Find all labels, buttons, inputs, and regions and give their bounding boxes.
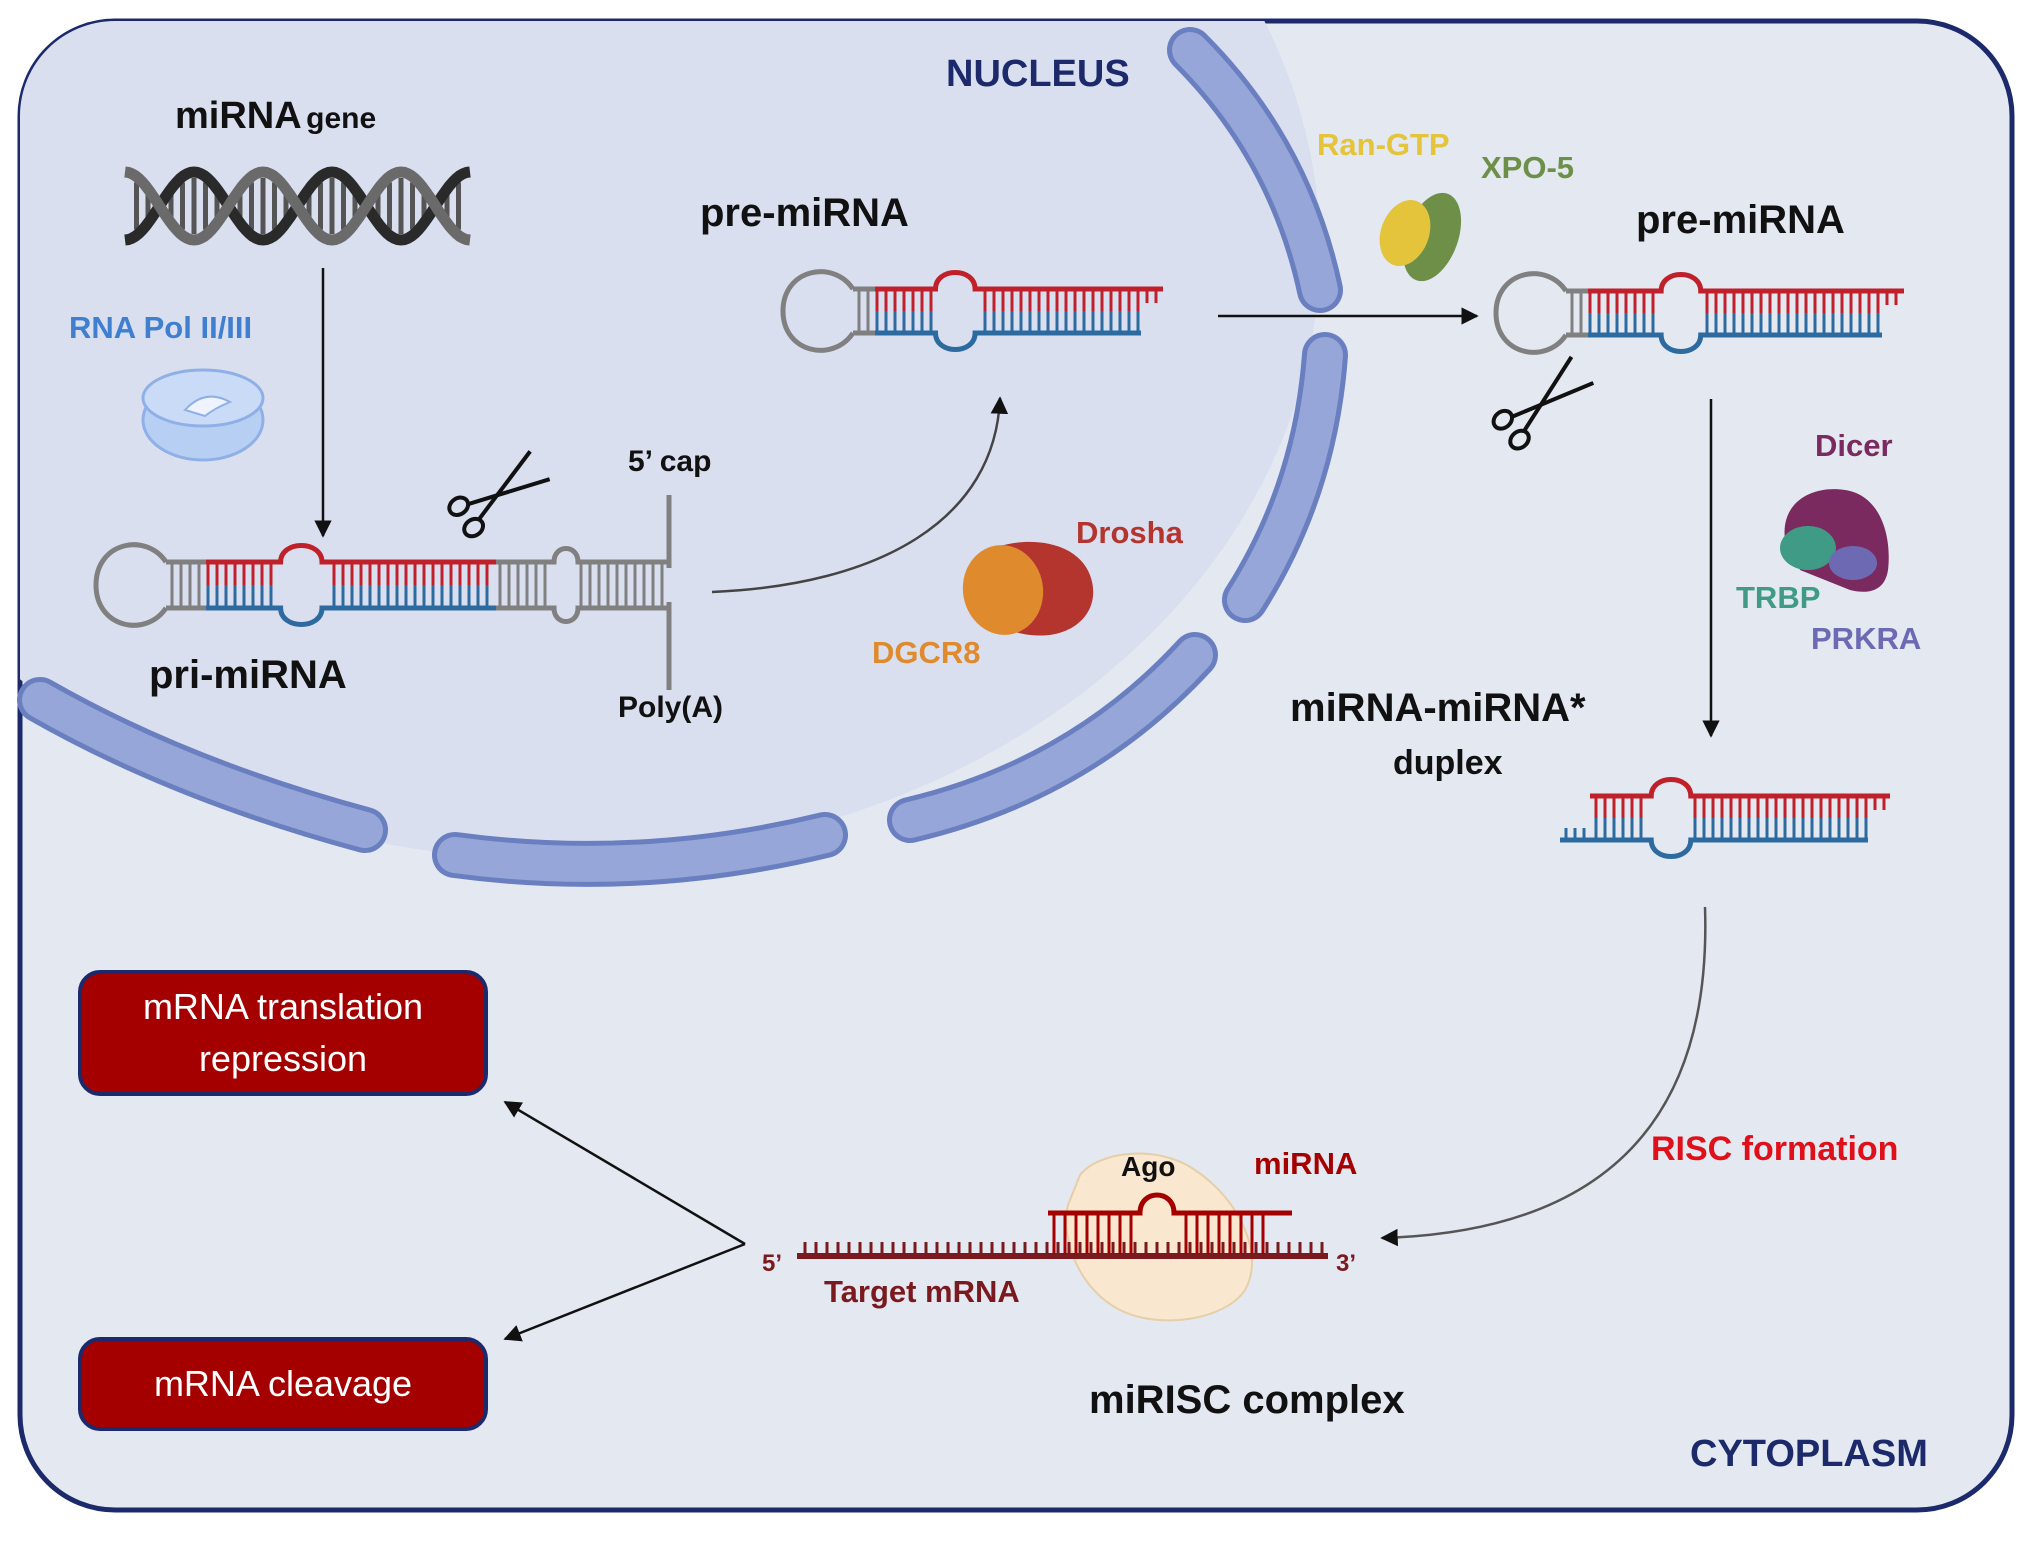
rna-polymerase-label: RNA Pol II/III <box>69 310 253 345</box>
three-prime-label: 3’ <box>1336 1250 1357 1277</box>
five-cap-label: 5’ cap <box>628 445 712 478</box>
passenger-strand <box>206 605 496 627</box>
drosha-processing-arrow <box>711 396 1009 594</box>
poly-a-label: Poly(A) <box>618 691 723 724</box>
mirna-gene-label: miRNA gene <box>175 97 376 135</box>
terminal-loop <box>780 269 856 353</box>
translation-repression-box: mRNA translation repression <box>78 970 488 1096</box>
ran-gtp-xpo5-complex-icon <box>1379 192 1462 282</box>
prkra-label: PRKRA <box>1811 621 1922 656</box>
pri-mirna-hairpin-icon <box>93 542 668 628</box>
nuclear-envelope <box>17 27 1348 887</box>
dicer-label: Dicer <box>1815 428 1893 463</box>
ago-protein-icon <box>1065 1152 1253 1322</box>
duplex-label-line1: miRNA-miRNA* <box>1290 686 1586 730</box>
nucleus-label: NUCLEUS <box>946 53 1130 95</box>
flank-strand <box>496 546 668 565</box>
membrane-segment <box>1222 332 1348 623</box>
membrane-segment <box>1167 27 1343 313</box>
pre-mirna-cytoplasm-label: pre-miRNA <box>1636 198 1845 242</box>
passenger-strand <box>1590 837 1868 859</box>
membrane-segment <box>887 632 1218 843</box>
mrna-cleavage-box: mRNA cleavage <box>78 1337 488 1431</box>
xpo5-label: XPO-5 <box>1481 150 1575 185</box>
cytoplasm-label: CYTOPLASM <box>1690 1433 1928 1475</box>
guide-strand <box>1590 777 1890 799</box>
passenger-strand <box>1588 332 1882 354</box>
mirna-backbone <box>1048 1192 1292 1216</box>
mirna-label: miRNA <box>1254 1146 1358 1181</box>
membrane-segment <box>432 812 848 887</box>
drosha-label: Drosha <box>1076 515 1183 550</box>
five-prime-label: 5’ <box>762 1250 783 1277</box>
translation-repression-line2: repression <box>198 1038 368 1079</box>
membrane-segment <box>17 677 388 853</box>
terminal-loop <box>93 542 169 628</box>
cleavage-outcome-arrow <box>503 1242 746 1342</box>
drosha-dgcr8-complex-icon <box>962 541 1094 636</box>
dna-helix-icon <box>124 166 471 246</box>
passenger-strand <box>875 330 1141 352</box>
guide-strand <box>875 270 1163 292</box>
flank-strand <box>496 605 668 624</box>
duplex-label-line2: duplex <box>1393 744 1503 782</box>
mrna-cleavage-label: mRNA cleavage <box>153 1362 413 1404</box>
risc-formation-arrow <box>1380 906 1707 1247</box>
target-mrna-icon <box>797 1242 1328 1259</box>
rna-polymerase-icon <box>141 368 265 462</box>
ago-label: Ago <box>1121 1151 1176 1182</box>
mirna-gene-main: miRNA <box>175 95 302 137</box>
risc-formation-label: RISC formation <box>1651 1130 1899 1168</box>
scissors-dicer-icon <box>1491 355 1595 451</box>
repression-outcome-arrow <box>503 1100 746 1246</box>
pri-mirna-label: pri-miRNA <box>149 653 347 697</box>
ran-gtp-label: Ran-GTP <box>1317 127 1450 162</box>
dgcr8-label: DGCR8 <box>872 635 981 670</box>
pre-mirna-hairpin-nuclear-icon <box>780 269 1163 353</box>
terminal-loop <box>1493 271 1569 355</box>
mirisc-complex-label: miRISC complex <box>1089 1378 1405 1422</box>
target-mrna-label: Target mRNA <box>824 1274 1020 1309</box>
translation-repression-line1: mRNA translation <box>142 985 424 1027</box>
trbp-label: TRBP <box>1736 580 1821 615</box>
mirna-gene-sub: gene <box>306 102 377 135</box>
pre-mirna-nuclear-label: pre-miRNA <box>700 191 909 235</box>
mirna-duplex-icon <box>1560 777 1890 859</box>
pre-mirna-hairpin-cytoplasm-icon <box>1493 271 1904 355</box>
mirna-guide-strand-icon <box>1048 1192 1292 1254</box>
guide-strand <box>1588 272 1904 294</box>
scissors-drosha-icon <box>447 450 551 539</box>
nucleus-region <box>20 21 1320 860</box>
dicer-trbp-prkra-complex-icon <box>1780 489 1889 592</box>
guide-strand <box>206 543 496 565</box>
